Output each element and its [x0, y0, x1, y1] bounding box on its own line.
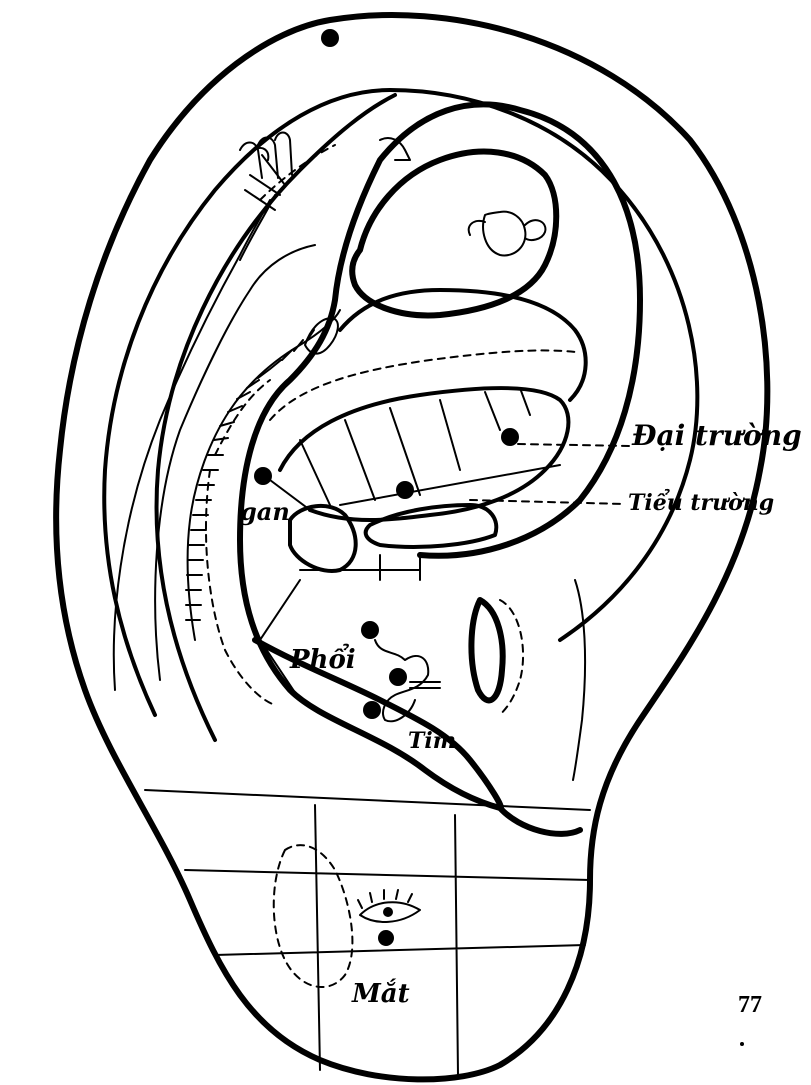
label-mat: Mắt: [351, 978, 410, 1009]
antihelix-dashed-upper: [270, 350, 575, 420]
lung-heart-sketch: [375, 640, 440, 721]
scapha-curve: [155, 245, 315, 680]
label-gan: gan: [240, 497, 290, 526]
top-point: [321, 29, 339, 47]
tragus-shape: [471, 600, 502, 700]
lobe-grid: [145, 790, 590, 1075]
gan-point: [254, 467, 272, 485]
concha-inner-outline: [280, 388, 568, 520]
tieu-truong-point: [396, 481, 414, 499]
page-dot: [740, 1042, 744, 1046]
phoi-point: [361, 621, 379, 639]
eye-region-dashed: [274, 845, 353, 987]
label-phoi: Phổi: [289, 643, 356, 675]
eye-icon: [358, 890, 420, 922]
page-number: 77: [738, 992, 762, 1018]
tragus-outer-line: [573, 580, 585, 780]
label-tieu-truong: Tiểu trường: [628, 488, 774, 516]
cup-sketch: [469, 212, 546, 256]
label-tim: Tim: [408, 728, 456, 754]
intertragic-band: [366, 505, 497, 547]
tim-point-lower: [363, 701, 381, 719]
dai-truong-point: [501, 428, 519, 446]
tim-point-upper: [389, 668, 407, 686]
label-dai-truong: Đại trường: [631, 419, 802, 452]
mat-point: [378, 930, 394, 946]
